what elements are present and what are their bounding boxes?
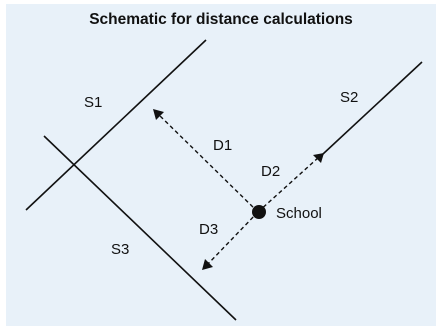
street-s1-label: S1 [84,94,102,111]
distance-d3-line [205,211,259,267]
distance-d1-line [157,113,259,213]
diagram-frame: Schematic for distance calculations S1 S… [6,4,436,326]
street-s2-label: S2 [340,89,358,106]
school-label: School [276,205,322,222]
distance-d2-label: D2 [261,163,280,180]
street-s1-line [25,39,207,211]
d2-arrowhead-icon [313,153,324,163]
distance-d3-label: D3 [199,221,218,238]
distance-schematic: Schematic for distance calculations S1 S… [6,4,436,326]
distance-d1-label: D1 [213,137,232,154]
school-point [252,205,266,219]
d1-arrowhead-icon [153,109,164,120]
diagram-background [6,4,436,326]
street-s2-line [322,61,423,155]
diagram-title: Schematic for distance calculations [89,11,353,28]
street-s3-line [43,135,237,321]
street-s3-label: S3 [111,241,129,258]
d3-arrowhead-icon [202,259,213,270]
